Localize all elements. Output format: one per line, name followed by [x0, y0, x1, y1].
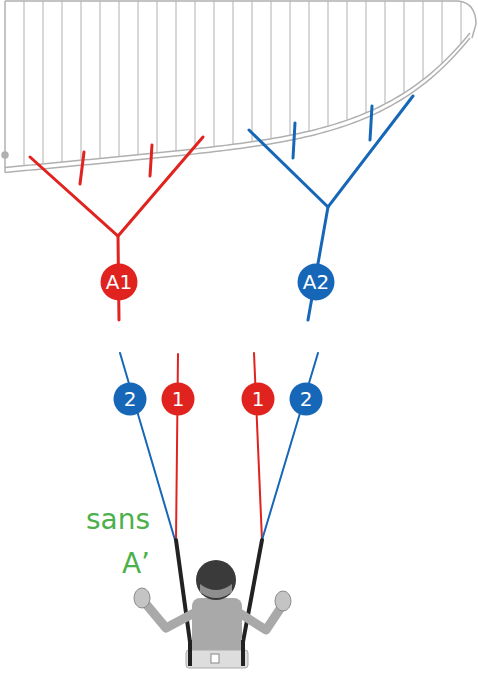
callout-number: A1	[100, 263, 138, 301]
line-group-circle: A1	[100, 263, 138, 301]
note-label: sans A’	[62, 498, 150, 586]
riser-number: 2	[289, 382, 323, 416]
callout-number: 2	[289, 382, 323, 416]
a1-cascade	[30, 137, 203, 320]
callout-number: 1	[161, 382, 195, 416]
callout-number: 2	[113, 382, 147, 416]
risers	[120, 353, 318, 642]
callout-number: A2	[297, 263, 335, 301]
riser-number: 2	[113, 382, 147, 416]
a2-cascade	[249, 96, 413, 320]
wing-outline	[2, 1, 476, 173]
line-group-circle: A2	[297, 263, 335, 301]
riser-number: 1	[161, 382, 195, 416]
riser-number: 1	[241, 382, 275, 416]
callout-number: 1	[241, 382, 275, 416]
pilot	[134, 560, 291, 668]
